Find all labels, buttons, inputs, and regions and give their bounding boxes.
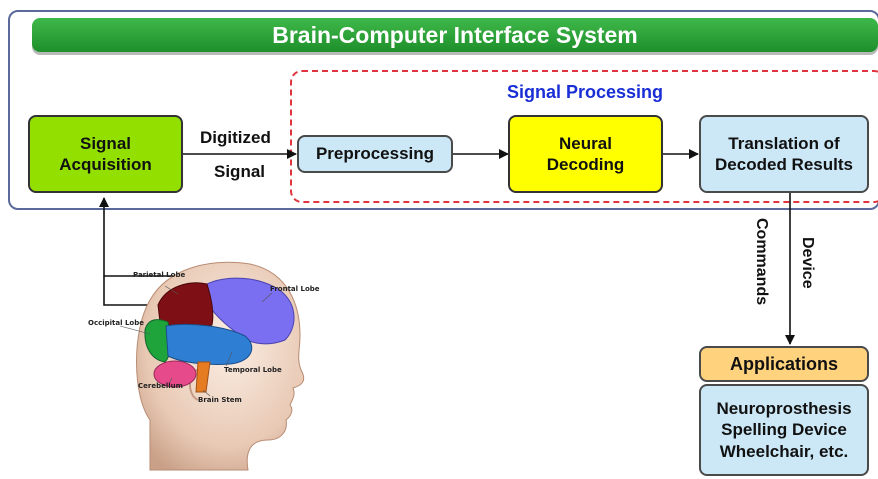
temporal-lobe	[165, 324, 253, 365]
signal-acquisition-box: Signal Acquisition	[28, 115, 183, 193]
neural-decoding-box: Neural Decoding	[508, 115, 663, 193]
preprocessing-box: Preprocessing	[297, 135, 453, 173]
title-banner: Brain-Computer Interface System	[32, 18, 878, 52]
diagram-title: Brain-Computer Interface System	[272, 21, 638, 48]
label-occipital-lobe: Occipital Lobe	[88, 319, 144, 327]
frontal-lobe	[204, 277, 295, 345]
edge-label-digitized: Digitized	[200, 128, 271, 147]
brain-stem	[195, 361, 211, 393]
applications-box: Applications	[699, 346, 869, 382]
label-parietal-lobe: Parietal Lobe	[133, 271, 186, 279]
label-brain-stem: Brain Stem	[198, 396, 242, 404]
edge-label-commands: Commands	[753, 218, 770, 306]
cerebellum	[153, 360, 197, 388]
translation-box: Translation of Decoded Results	[699, 115, 869, 193]
signal-processing-region	[290, 70, 878, 203]
label-temporal-lobe: Temporal Lobe	[224, 366, 282, 374]
label-frontal-lobe: Frontal Lobe	[270, 285, 320, 293]
edge-label-signal: Signal	[214, 162, 266, 181]
label-cerebellum: Cerebellum	[138, 382, 183, 390]
edge-label-device: Device	[799, 237, 816, 289]
applications-list-box: Neuroprosthesis Spelling Device Wheelcha…	[699, 384, 869, 476]
signal-processing-label: Signal Processing	[506, 82, 664, 102]
